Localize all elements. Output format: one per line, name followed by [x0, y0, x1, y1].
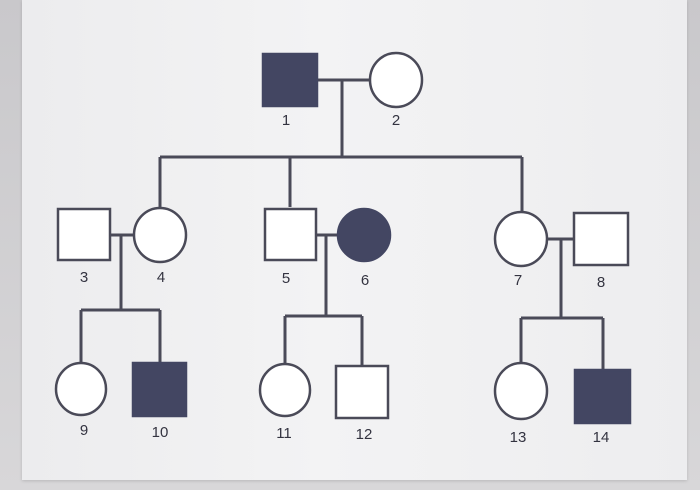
male-affected-symbol-1 — [261, 52, 319, 108]
pedigree-labels: 1 2 3 4 5 6 7 8 9 10 11 12 13 14 — [80, 112, 610, 446]
individual-label-9: 9 — [80, 422, 88, 439]
individual-label-5: 5 — [282, 270, 290, 287]
male-symbol-8 — [572, 211, 630, 267]
pedigree-individuals — [54, 51, 632, 425]
individual-label-12: 12 — [356, 426, 373, 443]
male-affected-symbol-14 — [573, 368, 632, 425]
individual-label-7: 7 — [514, 272, 522, 289]
female-symbol-13 — [493, 361, 549, 421]
pedigree-lines — [79, 78, 605, 370]
individual-label-8: 8 — [597, 274, 605, 291]
individual-label-13: 13 — [510, 429, 527, 446]
female-symbol-4 — [132, 206, 188, 264]
female-symbol-9 — [54, 361, 108, 417]
male-symbol-12 — [334, 364, 390, 420]
female-symbol-11 — [258, 362, 312, 418]
male-symbol-3 — [56, 207, 112, 262]
individual-label-10: 10 — [152, 424, 169, 441]
individual-label-2: 2 — [392, 112, 400, 129]
individual-label-11: 11 — [276, 425, 292, 442]
individual-label-4: 4 — [157, 269, 165, 286]
female-symbol-7 — [493, 210, 549, 268]
individual-label-3: 3 — [80, 269, 88, 286]
female-symbol-2 — [368, 51, 424, 109]
individual-label-14: 14 — [593, 429, 610, 446]
female-affected-symbol-6 — [336, 207, 392, 263]
male-affected-symbol-10 — [131, 361, 188, 418]
individual-label-6: 6 — [361, 272, 369, 289]
male-symbol-5 — [263, 207, 318, 262]
individual-label-1: 1 — [282, 112, 290, 129]
